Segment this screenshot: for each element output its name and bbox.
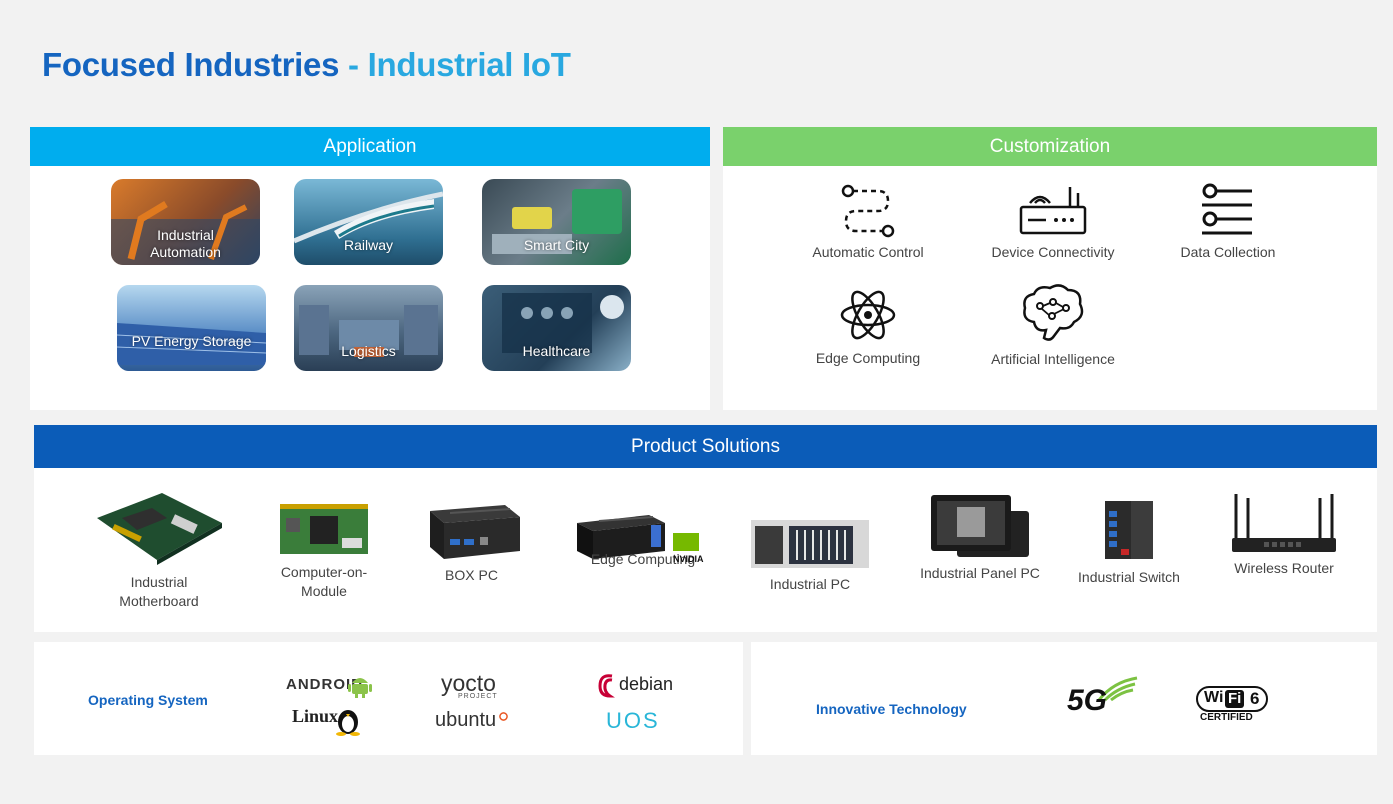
tile-label-line1: Industrial [157, 227, 214, 243]
router-icon [1019, 187, 1087, 235]
feature-data-collection: Data Collection [1143, 183, 1313, 260]
tile-healthcare[interactable]: Healthcare [482, 285, 631, 371]
ubuntu-circle-icon [499, 712, 508, 721]
atom-icon [840, 290, 896, 340]
linux-logo: Linux [292, 706, 339, 726]
atm-card-image [492, 189, 622, 254]
rack-pc-image [751, 520, 869, 568]
product-industrial-pc[interactable]: Industrial PC [744, 518, 876, 594]
tux-penguin-icon [336, 710, 360, 736]
product-label-line1: Computer-on- [280, 564, 368, 580]
5g-logo: 5G [1067, 684, 1108, 717]
feature-label: Automatic Control [812, 244, 924, 260]
uos-logo: UOS [606, 708, 660, 733]
edge-computer-image [577, 515, 699, 559]
page-title-sub: Industrial IoT [367, 46, 571, 83]
feature-label: Edge Computing [815, 350, 921, 366]
brain-icon [1023, 284, 1084, 341]
product-label-line1: Edge Computing [590, 551, 696, 567]
debian-logo: debian [619, 674, 674, 694]
product-solutions-header: Product Solutions [34, 425, 1377, 468]
application-header: Application [30, 127, 710, 166]
list-icon [1202, 183, 1252, 235]
wifi-text-a: Wi [1204, 689, 1224, 706]
solar-panel-image [117, 323, 266, 365]
box-pc-image [429, 505, 520, 559]
robot-arm-image [111, 200, 260, 265]
product-wireless-router[interactable]: Wireless Router [1219, 490, 1349, 578]
application-panel: Application Industrial Automation Railwa… [30, 127, 710, 410]
product-industrial-switch[interactable]: Industrial Switch [1069, 497, 1189, 587]
page-title-separator: - [348, 46, 359, 83]
tile-label-line1: Logistics [341, 343, 396, 359]
product-edge-computing[interactable]: NVIDIA Edge Computing [569, 511, 717, 569]
product-label-line1: Industrial PC [769, 576, 851, 592]
tile-logistics[interactable]: Logistics [294, 285, 443, 371]
monorail-image [294, 191, 443, 244]
wifi6-badge: Wi Fi 6 [1196, 686, 1268, 712]
product-label-line1: BOX PC [445, 567, 498, 583]
yocto-logo: yocto [441, 670, 496, 696]
industrial-switch-image [1105, 501, 1153, 559]
tile-label-line1: Smart City [523, 237, 590, 253]
panel-pc-image [931, 495, 1029, 557]
product-label-line1: Industrial [130, 574, 188, 590]
product-solutions-panel: Product Solutions Industrial Motherboard… [34, 425, 1377, 632]
tech-title: Innovative Technology [816, 701, 967, 717]
warehouse-image [299, 305, 438, 357]
tile-pv-energy-storage[interactable]: PV Energy Storage [117, 285, 266, 371]
tile-smart-city[interactable]: Smart City [482, 179, 631, 265]
feature-automatic-control: Automatic Control [783, 183, 953, 260]
ubuntu-logo: ubuntu [435, 709, 497, 731]
feature-label: Artificial Intelligence [991, 351, 1115, 367]
innovative-technology-panel: Innovative Technology 5G Wi Fi 6 CERTIFI… [751, 642, 1377, 755]
feature-label: Device Connectivity [991, 244, 1115, 260]
wifi-certified-label: CERTIFIED [1200, 712, 1253, 723]
feature-artificial-intelligence: Artificial Intelligence [968, 282, 1138, 367]
product-label-line2: Motherboard [119, 593, 199, 609]
som-module-image [280, 504, 368, 554]
motherboard-image [96, 493, 222, 565]
wifi-text-b: Fi [1225, 690, 1245, 708]
tile-label-line1: Railway [343, 237, 393, 253]
5g-signal-icon [1097, 676, 1138, 702]
tile-label-line1: PV Energy Storage [131, 333, 252, 349]
wifi-version-number: 6 [1250, 689, 1260, 708]
product-label-line2: Module [301, 583, 347, 599]
xray-image [502, 293, 624, 353]
page-title-main: Focused Industries [42, 46, 340, 83]
feature-label: Data Collection [1180, 244, 1276, 260]
feature-device-connectivity: Device Connectivity [968, 183, 1138, 260]
product-box-pc[interactable]: BOX PC [409, 501, 534, 585]
tile-industrial-automation[interactable]: Industrial Automation [111, 179, 260, 265]
product-computer-on-module[interactable]: Computer-on- Module [254, 500, 394, 601]
product-label-line1: Wireless Router [1234, 560, 1334, 576]
tile-label-line1: Healthcare [522, 343, 591, 359]
wireless-router-image [1232, 494, 1336, 552]
android-robot-icon [348, 678, 372, 698]
debian-swirl-icon [598, 674, 615, 698]
tile-label-line2: Automation [150, 244, 221, 260]
operating-system-panel: Operating System ANDROID Linux yocto PRO… [34, 642, 743, 755]
customization-panel: Customization Automatic Control Device C… [723, 127, 1377, 410]
os-title: Operating System [88, 692, 208, 708]
page-title: Focused Industries - Industrial IoT [42, 46, 571, 84]
yocto-project-label: PROJECT [458, 693, 498, 700]
tile-railway[interactable]: Railway [294, 179, 443, 265]
product-industrial-panel-pc[interactable]: Industrial Panel PC [914, 493, 1046, 583]
route-icon [841, 184, 895, 238]
product-label-line1: Industrial Panel PC [920, 565, 1040, 581]
android-logo: ANDROID [286, 676, 363, 693]
feature-edge-computing: Edge Computing [783, 285, 953, 366]
nvidia-logo: NVIDIA [673, 554, 704, 564]
product-label-line1: Industrial Switch [1078, 569, 1180, 585]
product-industrial-motherboard[interactable]: Industrial Motherboard [89, 488, 229, 611]
customization-header: Customization [723, 127, 1377, 166]
